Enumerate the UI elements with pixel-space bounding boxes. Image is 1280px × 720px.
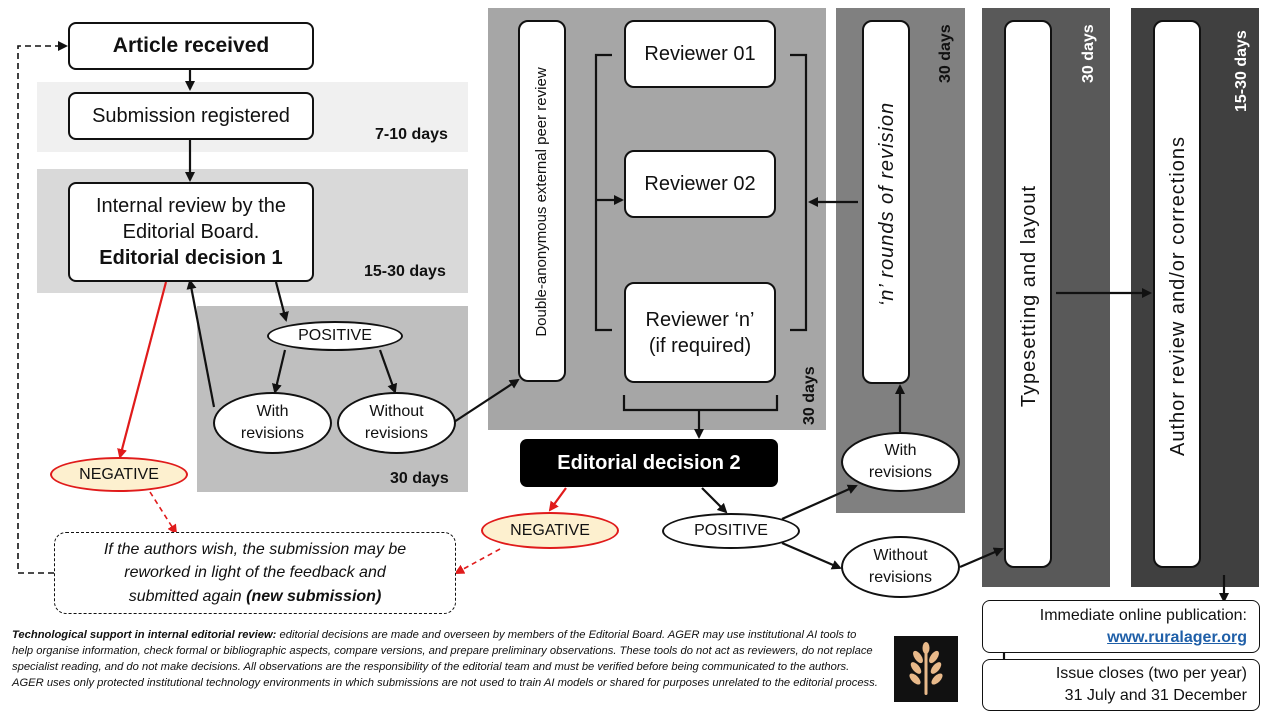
author-review-label: Author review and/or corrections	[1167, 136, 1189, 456]
peer-review-label: Double-anonymous external peer review	[533, 67, 550, 337]
without-revisions-1-line2: revisions	[364, 425, 429, 442]
with-revisions-1-line1: With	[256, 403, 289, 421]
article-received-box: Article received	[68, 22, 314, 70]
duration-peer-review: 30 days	[801, 366, 818, 425]
reviewer-02-box: Reviewer 02	[624, 150, 776, 218]
submission-registered-box: Submission registered	[68, 92, 314, 140]
issue-closes-box: Issue closes (two per year) 31 July and …	[982, 659, 1260, 711]
footnote-text: editorial decisions are made and oversee…	[12, 629, 878, 690]
negative-2-oval: NEGATIVE	[481, 512, 619, 549]
editorial-decision-2-box: Editorial decision 2	[520, 439, 778, 487]
negative-2-label: NEGATIVE	[510, 521, 590, 539]
without-revisions-2-line1: Without	[873, 547, 928, 565]
typesetting-label: Typesetting and layout	[1018, 184, 1040, 408]
footnote-lead: Technological support in internal editor…	[12, 629, 277, 641]
typesetting-box: Typesetting and layout	[1004, 20, 1052, 568]
reviewer-n-box: Reviewer ‘n’ (if required)	[624, 282, 776, 383]
editorial-decision-2-label: Editorial decision 2	[557, 451, 741, 474]
duration-typesetting: 30 days	[1080, 24, 1097, 83]
reviewer-01-label: Reviewer 01	[644, 43, 756, 65]
article-received-label: Article received	[112, 34, 270, 58]
without-revisions-1-line1: Without	[369, 403, 424, 421]
negative-1-label: NEGATIVE	[79, 465, 159, 483]
online-publication-label: Immediate online publication:	[1039, 606, 1247, 624]
reviewer-n-line1: Reviewer ‘n’	[645, 308, 755, 331]
resubmit-line3: submitted again (new submission)	[129, 585, 382, 608]
editorial-decision-1-label: Editorial decision 1	[99, 247, 283, 269]
author-review-box: Author review and/or corrections	[1153, 20, 1201, 568]
peer-review-box: Double-anonymous external peer review	[518, 20, 566, 382]
positive-1-label: POSITIVE	[298, 327, 372, 345]
with-revisions-2-line1: With	[884, 442, 917, 460]
resubmit-line3-start: submitted again	[128, 587, 247, 605]
duration-rounds: 30 days	[937, 24, 954, 83]
internal-review-line2: Editorial Board.	[122, 221, 260, 243]
duration-registration: 7-10 days	[375, 126, 448, 143]
issue-closes-line2: 31 July and 31 December	[1064, 687, 1247, 704]
issue-closes-line1: Issue closes (two per year)	[1055, 665, 1247, 683]
with-revisions-1-line2: revisions	[240, 425, 305, 442]
reviewer-02-label: Reviewer 02	[644, 173, 756, 195]
website-link[interactable]: www.ruralager.org	[1107, 628, 1247, 646]
with-revisions-1-oval: With revisions	[213, 392, 332, 454]
with-revisions-2-line2: revisions	[868, 464, 933, 481]
wheat-icon	[894, 636, 958, 702]
rounds-of-revision-label: ‘n’ rounds of revision	[876, 101, 898, 307]
positive-2-label: POSITIVE	[694, 522, 768, 540]
resubmit-line2: reworked in light of the feedback and	[124, 564, 386, 582]
without-revisions-2-line2: revisions	[868, 569, 933, 586]
duration-revision: 30 days	[390, 470, 449, 487]
without-revisions-1-oval: Without revisions	[337, 392, 456, 454]
footnote: Technological support in internal editor…	[12, 627, 878, 691]
reviewer-n-line2: (if required)	[648, 334, 752, 357]
duration-author-review: 15-30 days	[1233, 30, 1250, 112]
submission-registered-label: Submission registered	[92, 105, 290, 127]
positive-1-oval: POSITIVE	[267, 321, 403, 351]
negative-1-oval: NEGATIVE	[50, 457, 188, 492]
internal-review-line1: Internal review by the	[95, 195, 287, 217]
internal-review-box: Internal review by the Editorial Board. …	[68, 182, 314, 282]
rounds-of-revision-box: ‘n’ rounds of revision	[862, 20, 910, 384]
reviewer-01-box: Reviewer 01	[624, 20, 776, 88]
resubmit-box: If the authors wish, the submission may …	[54, 532, 456, 614]
without-revisions-2-oval: Without revisions	[841, 536, 960, 598]
online-publication-box: Immediate online publication: www.rurala…	[982, 600, 1260, 653]
resubmit-line1: If the authors wish, the submission may …	[103, 541, 407, 559]
duration-internal-review: 15-30 days	[364, 263, 446, 280]
resubmit-line3-bold: (new submission)	[246, 587, 382, 605]
wheat-icon-graphic	[909, 642, 943, 695]
with-revisions-2-oval: With revisions	[841, 432, 960, 492]
positive-2-oval: POSITIVE	[662, 513, 800, 549]
